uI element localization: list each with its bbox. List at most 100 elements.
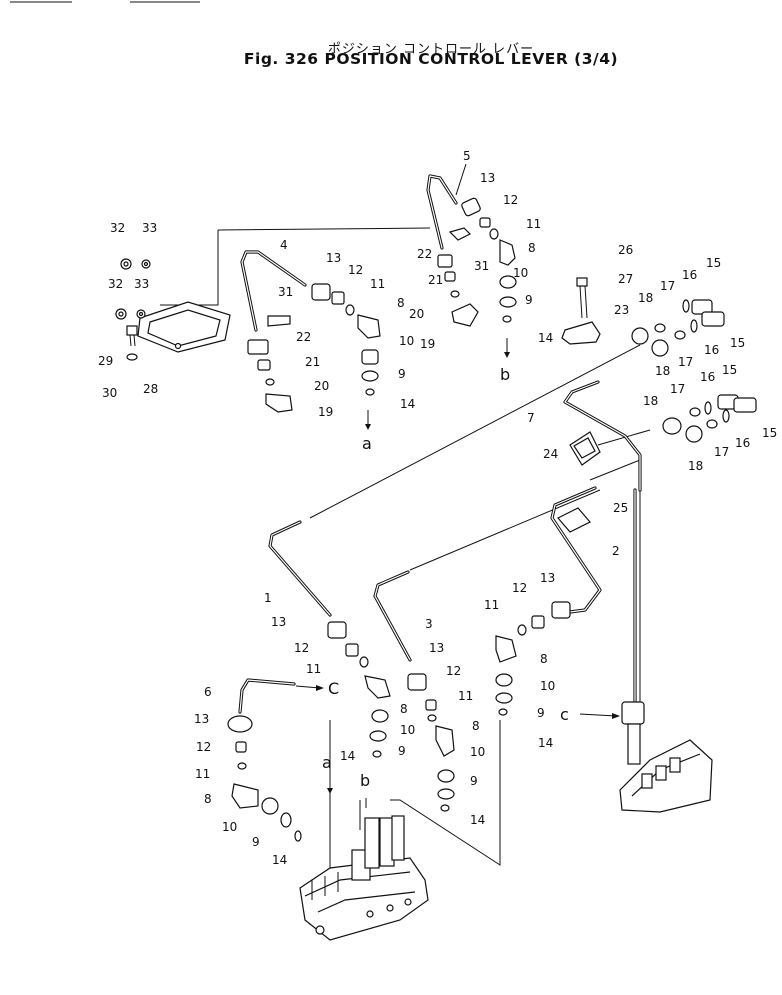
label-10-d: 10 [540, 679, 555, 693]
pipe-6 [238, 678, 296, 714]
label-18-d: 18 [688, 459, 703, 473]
label-22-left: 22 [296, 330, 311, 344]
label-21-upper: 21 [428, 273, 443, 287]
label-13: 13 [480, 171, 495, 185]
label-17-a: 17 [660, 279, 675, 293]
label-3: 3 [425, 617, 433, 631]
label-14: 14 [538, 331, 553, 345]
label-C: C [328, 679, 339, 698]
connection-lines [160, 227, 651, 870]
label-20-upper: 20 [409, 307, 424, 321]
label-22-upper: 22 [417, 247, 432, 261]
label-19-left: 19 [318, 405, 333, 419]
label-10-left: 10 [399, 334, 414, 348]
pipe-2 [550, 486, 602, 614]
bolt-29 [126, 325, 138, 347]
label-9-e: 9 [252, 835, 260, 849]
part-labels: 5 13 12 11 8 10 9 14 b 31 22 21 20 19 4 … [98, 149, 777, 867]
label-12-b: 12 [294, 641, 309, 655]
label-12: 12 [503, 193, 518, 207]
control-valve-right [619, 701, 713, 813]
bracket-24 [569, 431, 601, 466]
label-11-e: 11 [195, 767, 210, 781]
label-17-b: 17 [678, 355, 693, 369]
pipe-4 [240, 250, 307, 332]
label-26: 26 [618, 243, 633, 257]
label-16-a: 16 [682, 268, 697, 282]
label-10: 10 [513, 266, 528, 280]
pipe-5 [426, 174, 458, 250]
figure-title-japanese: ポジション コントロール レバー [327, 42, 535, 57]
label-13-e: 13 [194, 712, 209, 726]
label-31-upper: 31 [474, 259, 489, 273]
label-14-e: 14 [272, 853, 287, 867]
label-11: 11 [526, 217, 541, 231]
label-12-c: 12 [446, 664, 461, 678]
label-9-d: 9 [537, 706, 545, 720]
label-9-left: 9 [398, 367, 406, 381]
fittings [115, 197, 757, 842]
label-10-c: 10 [470, 745, 485, 759]
label-19-upper: 19 [420, 337, 435, 351]
label-8-c: 8 [472, 719, 480, 733]
control-valve-main [299, 815, 429, 941]
label-8-b: 8 [400, 702, 408, 716]
label-12-left: 12 [348, 263, 363, 277]
label-12-d: 12 [512, 581, 527, 595]
label-6: 6 [204, 685, 212, 699]
label-16-c: 16 [700, 370, 715, 384]
pipe-1 [268, 520, 332, 617]
label-9-c: 9 [470, 774, 478, 788]
label-a-lower: a [322, 753, 332, 772]
label-32-a: 32 [110, 221, 125, 235]
label-24: 24 [543, 447, 558, 461]
label-11-c: 11 [458, 689, 473, 703]
label-9-b: 9 [398, 744, 406, 758]
bracket-25 [557, 507, 591, 533]
label-a: a [362, 434, 372, 453]
label-32-b: 32 [108, 277, 123, 291]
label-4: 4 [280, 238, 288, 252]
label-9: 9 [525, 293, 533, 307]
label-b: b [500, 365, 510, 384]
label-14-b: 14 [340, 749, 355, 763]
label-1: 1 [264, 591, 272, 605]
label-13-c: 13 [429, 641, 444, 655]
label-12-e: 12 [196, 740, 211, 754]
label-11-d: 11 [484, 598, 499, 612]
label-8-d: 8 [540, 652, 548, 666]
label-18-a: 18 [638, 291, 653, 305]
label-17-d: 17 [714, 445, 729, 459]
label-13-d: 13 [540, 571, 555, 585]
label-23: 23 [614, 303, 629, 317]
label-28: 28 [143, 382, 158, 396]
label-20-left: 20 [314, 379, 329, 393]
label-29: 29 [98, 354, 113, 368]
label-15-b: 15 [730, 336, 745, 350]
pipe-7 [563, 380, 642, 492]
label-13-b: 13 [271, 615, 286, 629]
label-17-c: 17 [670, 382, 685, 396]
flow-arrows [295, 338, 620, 808]
label-30: 30 [102, 386, 117, 400]
pipe-3 [373, 570, 412, 662]
label-c: c [560, 705, 569, 724]
label-25: 25 [613, 501, 628, 515]
label-2: 2 [612, 544, 620, 558]
label-10-b: 10 [400, 723, 415, 737]
label-15-c: 15 [722, 363, 737, 377]
label-8-left: 8 [397, 296, 405, 310]
label-13-left: 13 [326, 251, 341, 265]
label-15-d: 15 [762, 426, 777, 440]
label-b-lower: b [360, 771, 370, 790]
label-16-d: 16 [735, 436, 750, 450]
label-14-c: 14 [470, 813, 485, 827]
label-11-b: 11 [306, 662, 321, 676]
label-15-a: 15 [706, 256, 721, 270]
label-7: 7 [527, 411, 535, 425]
label-31-left: 31 [278, 285, 293, 299]
label-14-d: 14 [538, 736, 553, 750]
label-8-e: 8 [204, 792, 212, 806]
label-8: 8 [528, 241, 536, 255]
